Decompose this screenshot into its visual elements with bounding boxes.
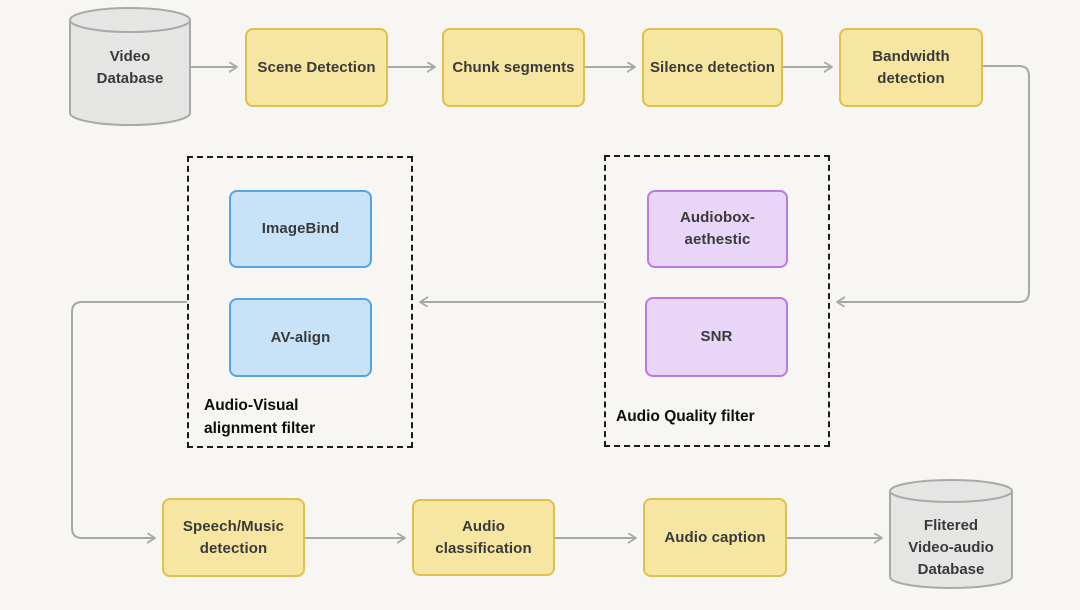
node-label: Scene Detection: [257, 58, 376, 76]
node-label: Bandwidth: [872, 47, 950, 65]
node-audio-caption: Audio caption: [643, 498, 787, 577]
node-label: Speech/Music: [182, 517, 285, 535]
video-database-label: Video Database: [70, 46, 190, 90]
video-database-cylinder: [69, 7, 191, 126]
node-label: Audio: [462, 517, 505, 535]
group-audio-quality-filter: Audio Quality filter: [604, 155, 830, 447]
node-label: classification: [435, 539, 532, 557]
label-line: alignment filter: [204, 420, 316, 437]
node-label: Audiobox-: [679, 209, 756, 226]
connector-audio-visual-to-speech-music: [71, 301, 187, 538]
connector-bandwidth-to-audio-quality: [837, 65, 1030, 302]
node-label: detection: [877, 69, 945, 87]
node-bandwidth-detection: Bandwidth detection: [839, 28, 983, 107]
label-line: Video: [109, 48, 151, 65]
node-label: AV-align: [270, 328, 331, 346]
label-line: Audio Quality filter: [616, 408, 755, 425]
node-audio-classification: Audio classification: [412, 499, 555, 576]
node-av-align: AV-align: [229, 298, 372, 377]
node-label: ImageBind: [261, 220, 340, 237]
filtered-database-cylinder: [889, 479, 1013, 589]
node-label: aethestic: [684, 231, 751, 248]
label-line: Audio-Visual: [204, 397, 299, 414]
group-audio-visual-label: Audio-Visual alignment filter: [204, 394, 315, 440]
node-silence-detection: Silence detection: [642, 28, 783, 107]
node-label: detection: [199, 539, 268, 557]
label-line: Flitered: [923, 517, 979, 534]
node-label: Chunk segments: [452, 58, 575, 76]
filtered-database-label: Flitered Video-audio Database: [890, 515, 1012, 581]
node-scene-detection: Scene Detection: [245, 28, 388, 107]
node-label: Silence detection: [649, 58, 776, 76]
node-label: SNR: [700, 328, 733, 345]
group-audio-visual-alignment-filter: Audio-Visual alignment filter: [187, 156, 413, 448]
group-audio-quality-label: Audio Quality filter: [616, 405, 755, 428]
node-imagebind: ImageBind: [229, 190, 372, 268]
node-snr: SNR: [645, 297, 788, 377]
label-line: Database: [96, 70, 164, 87]
node-audiobox-aethestic: Audiobox- aethestic: [647, 190, 788, 268]
node-speech-music-detection: Speech/Music detection: [162, 498, 305, 577]
label-line: Video-audio: [908, 539, 994, 556]
node-label: Audio caption: [664, 528, 766, 546]
label-line: Database: [917, 561, 985, 578]
node-chunk-segments: Chunk segments: [442, 28, 585, 107]
